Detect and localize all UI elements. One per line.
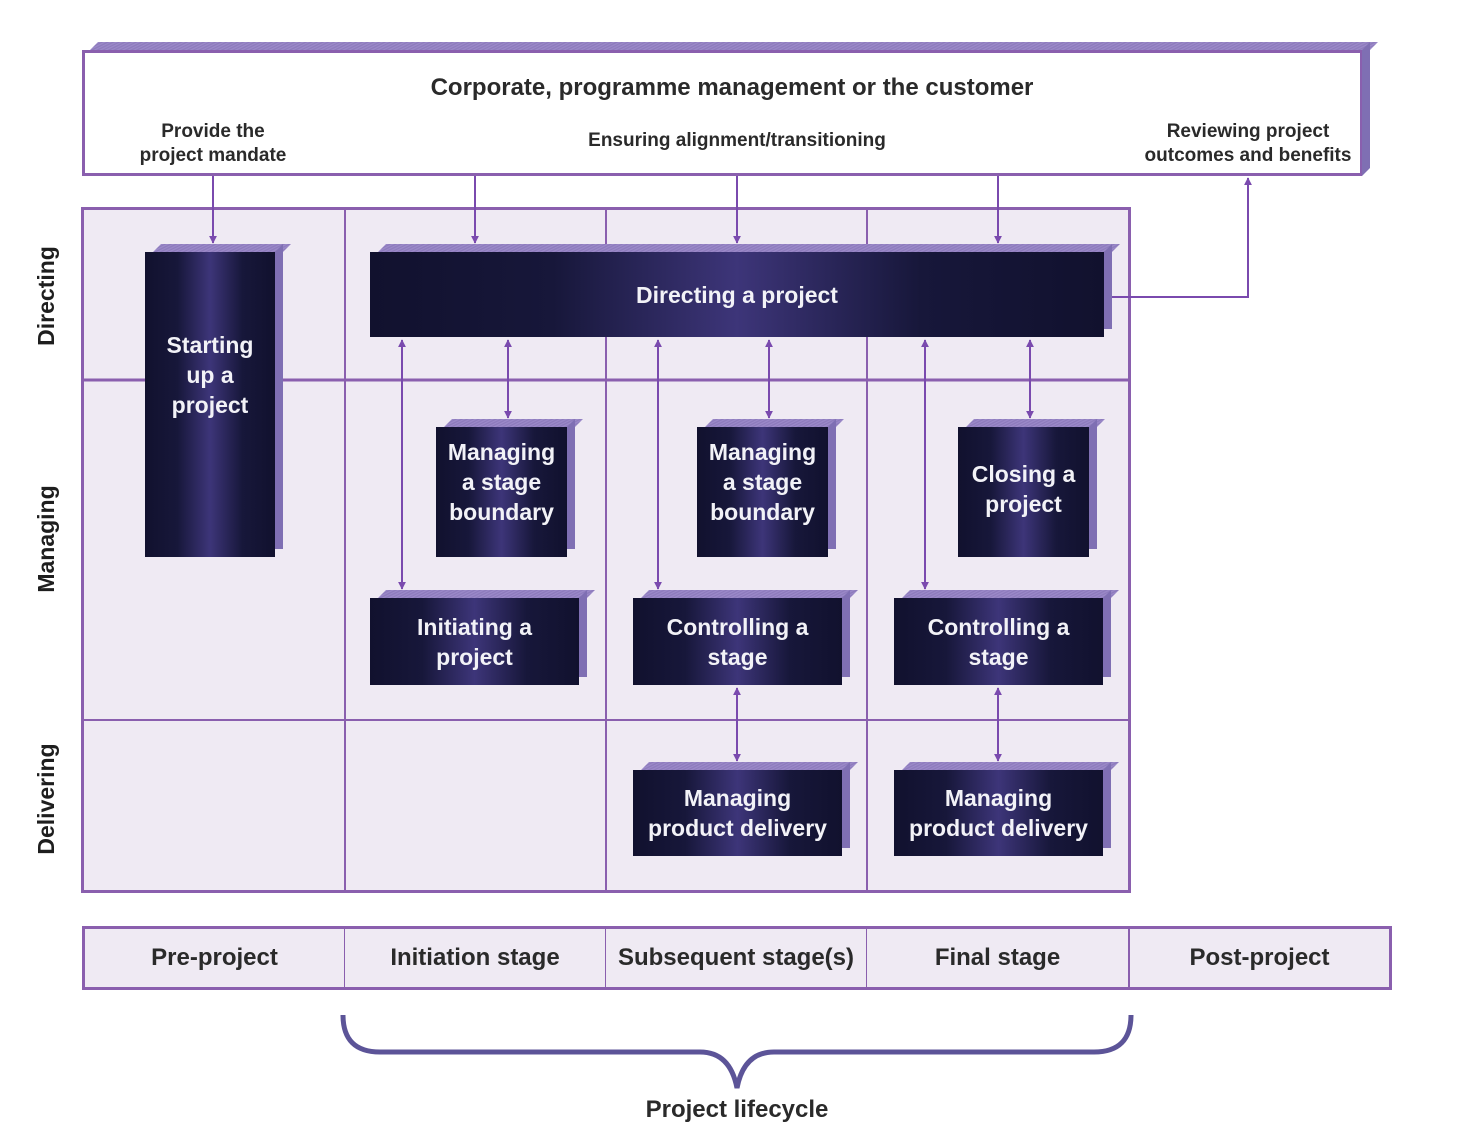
label-line: stage (707, 643, 768, 670)
stage-post-project: Post-project (1130, 926, 1392, 990)
reviewing-outcomes-note: Reviewing project outcomes and benefits (1128, 120, 1368, 168)
process-label: Initiating a project (417, 612, 532, 672)
label-line: Controlling a (927, 613, 1070, 640)
label-line: Closing a (971, 461, 1076, 487)
lane-label-delivering: Delivering (33, 743, 59, 855)
box-bevel (828, 419, 836, 549)
box-bevel (1103, 590, 1111, 677)
provide-mandate-line1: Provide the (161, 121, 265, 142)
label-line: a stage (461, 469, 542, 495)
label-line: Directing a project (636, 281, 838, 308)
stage-label: Final stage (934, 944, 1061, 971)
box-bevel (902, 762, 1119, 770)
box-bevel (902, 590, 1119, 598)
stage-label: Pre-project (151, 944, 278, 971)
lane-label-managing: Managing (33, 485, 59, 593)
label-line: project (985, 491, 1062, 517)
process-initiating-a-project[interactable]: Initiating a project (370, 590, 595, 685)
stage-final: Final stage (867, 926, 1131, 990)
label-line: Initiating a (417, 613, 532, 640)
project-lifecycle-label: Project lifecycle (645, 1096, 829, 1123)
box-bevel (641, 762, 858, 770)
box-bevel (579, 590, 587, 677)
process-managing-product-delivery-final[interactable]: Managing product delivery (894, 762, 1119, 856)
corporate-box-bevel-right (1362, 42, 1370, 176)
label-line: up a (186, 361, 234, 388)
label-line: boundary (449, 499, 554, 525)
label-line: stage (968, 643, 1029, 670)
process-label: Starting up a project (167, 330, 254, 420)
label-line: Starting (166, 331, 254, 358)
label-line: Controlling a (666, 613, 809, 640)
stage-subsequent: Subsequent stage(s) (606, 926, 868, 990)
label-line: Managing (447, 439, 556, 465)
label-line: Managing (708, 439, 817, 465)
process-controlling-a-stage-subsequent[interactable]: Controlling a stage (633, 590, 858, 685)
box-bevel (641, 590, 858, 598)
process-label: Managing a stage boundary (448, 437, 555, 527)
process-managing-stage-boundary-initiation[interactable]: Managing a stage boundary (436, 419, 583, 557)
lane-label-directing: Directing (33, 246, 59, 346)
process-label: Directing a project (636, 280, 838, 310)
stage-label: Subsequent stage(s) (617, 944, 855, 971)
reviewing-outcomes-line2: outcomes and benefits (1144, 145, 1352, 166)
lifecycle-brace (340, 1014, 1134, 1089)
box-bevel (705, 419, 844, 427)
label-line: product delivery (648, 815, 827, 841)
label-line: Managing (944, 785, 1053, 811)
box-bevel (1089, 419, 1097, 549)
process-closing-a-project[interactable]: Closing a project (958, 419, 1105, 557)
label-line: project (436, 643, 513, 670)
label-line: product delivery (909, 815, 1088, 841)
box-bevel (966, 419, 1105, 427)
box-bevel (842, 762, 850, 848)
stage-label: Post-project (1189, 944, 1330, 971)
provide-mandate-line2: project mandate (139, 145, 287, 166)
process-managing-stage-boundary-subsequent[interactable]: Managing a stage boundary (697, 419, 844, 557)
label-line: project (171, 391, 249, 418)
process-controlling-a-stage-final[interactable]: Controlling a stage (894, 590, 1119, 685)
stage-label: Initiation stage (390, 944, 560, 971)
arrow-reviewing (1112, 177, 1252, 298)
box-bevel (1104, 244, 1112, 329)
process-label: Managing product delivery (909, 783, 1088, 843)
process-label: Closing a project (972, 459, 1076, 519)
process-starting-up-a-project[interactable]: Starting up a project (145, 244, 291, 557)
process-managing-product-delivery-subsequent[interactable]: Managing product delivery (633, 762, 858, 856)
box-bevel (1103, 762, 1111, 848)
process-directing-a-project[interactable]: Directing a project (370, 244, 1120, 337)
label-line: boundary (710, 499, 815, 525)
label-line: Managing (683, 785, 792, 811)
corporate-title: Corporate, programme management or the c… (430, 74, 1034, 101)
box-bevel (444, 419, 583, 427)
process-label: Controlling a stage (667, 612, 809, 672)
stage-pre-project: Pre-project (82, 926, 346, 990)
box-bevel (275, 244, 283, 549)
process-label: Managing product delivery (648, 783, 827, 843)
process-label: Controlling a stage (928, 612, 1070, 672)
reviewing-outcomes-line1: Reviewing project (1166, 121, 1330, 142)
provide-mandate-note: Provide the project mandate (113, 120, 313, 168)
box-bevel (153, 244, 291, 252)
box-bevel (378, 590, 595, 598)
box-bevel (842, 590, 850, 677)
process-label: Managing a stage boundary (709, 437, 816, 527)
box-bevel (567, 419, 575, 549)
label-line: a stage (722, 469, 803, 495)
corporate-box (82, 50, 1362, 176)
stage-initiation: Initiation stage (345, 926, 607, 990)
ensuring-alignment-note: Ensuring alignment/transitioning (588, 130, 886, 151)
box-bevel (378, 244, 1120, 252)
